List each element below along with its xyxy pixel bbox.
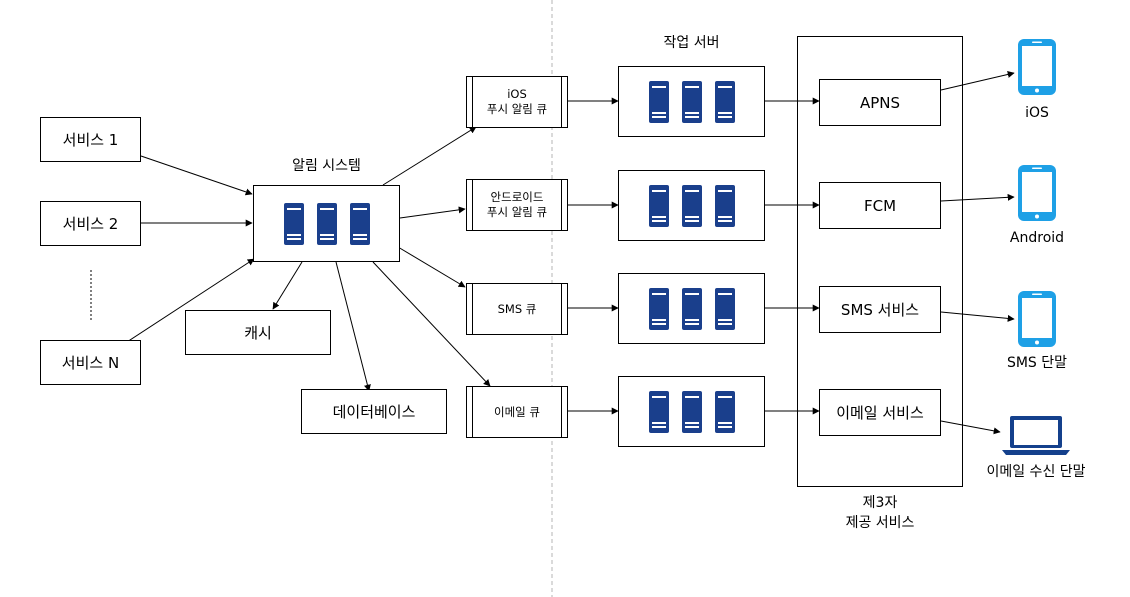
arrow-fcm-to-android (940, 193, 1015, 202)
server-icon (648, 390, 669, 433)
device-label-ios: iOS (1025, 105, 1049, 121)
server-icon (714, 390, 735, 433)
server-icon (681, 80, 702, 123)
database-box: 데이터베이스 (301, 389, 447, 434)
server-icon (681, 287, 702, 330)
server-icon (714, 287, 735, 330)
server-icon (283, 202, 304, 245)
server-icon (714, 184, 735, 227)
service-1-box: 서비스 1 (40, 117, 141, 162)
worker-servers-title: 작업 서버 (663, 35, 720, 51)
server-icon (681, 184, 702, 227)
server-icon (349, 202, 370, 245)
notification-servers (283, 202, 370, 245)
mobile-phone-icon (1018, 39, 1056, 95)
service-2-box: 서비스 2 (40, 201, 141, 246)
service-n-box: 서비스 N (40, 340, 141, 385)
mobile-phone-icon (1018, 165, 1056, 221)
worker-box-sms (618, 273, 765, 344)
mobile-phone-icon (1018, 291, 1056, 347)
fcm-box: FCM (819, 182, 941, 229)
cache-box: 캐시 (185, 310, 331, 355)
worker-box-ios (618, 66, 765, 137)
ios-push-queue: iOS 푸시 알림 큐 (466, 76, 568, 128)
worker-servers (648, 184, 735, 227)
worker-box-email (618, 376, 765, 447)
arrow-notification-to-cache (272, 261, 303, 310)
server-icon (714, 80, 735, 123)
server-icon (648, 287, 669, 330)
worker-box-android (618, 170, 765, 241)
device-label-email: 이메일 수신 단말 (986, 464, 1086, 480)
arrow-email-service-to-email (940, 420, 1001, 435)
email-service-box: 이메일 서비스 (819, 389, 941, 436)
sms-queue: SMS 큐 (466, 283, 568, 335)
device-label-sms: SMS 단말 (1006, 355, 1068, 371)
device-label-android: Android (1009, 230, 1065, 246)
worker-servers (648, 80, 735, 123)
server-icon (681, 390, 702, 433)
arrow-notification-to-android-queue (399, 206, 466, 219)
server-icon (316, 202, 337, 245)
android-push-queue: 안드로이드 푸시 알림 큐 (466, 179, 568, 231)
arrow-notification-to-ios-queue (382, 126, 477, 186)
notification-system-box (253, 185, 400, 262)
arrow-notification-to-sms-queue (397, 246, 466, 288)
third-party-caption: 제3자 제공 서비스 (845, 495, 915, 531)
arrow-notification-to-db (335, 261, 371, 392)
laptop-icon (1002, 416, 1070, 455)
worker-servers (648, 390, 735, 433)
arrow-sn-to-notification (126, 258, 255, 343)
arrow-notification-to-email-queue (372, 261, 491, 387)
arrow-sms-service-to-sms (940, 311, 1015, 322)
arrow-s1-to-notification (140, 155, 253, 196)
apns-box: APNS (819, 79, 941, 126)
server-icon (648, 184, 669, 227)
arrow-apns-to-ios (940, 71, 1015, 91)
third-party-container (797, 36, 963, 487)
server-icon (648, 80, 669, 123)
worker-servers (648, 287, 735, 330)
email-queue: 이메일 큐 (466, 386, 568, 438)
sms-service-box: SMS 서비스 (819, 286, 941, 333)
notification-system-title: 알림 시스템 (292, 158, 361, 174)
